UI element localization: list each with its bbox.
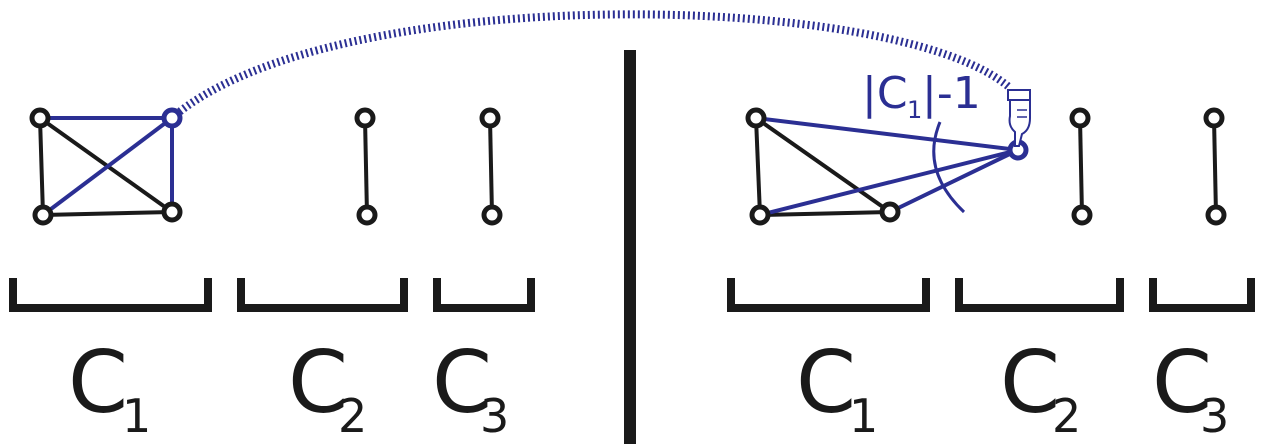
label-c3-sub: 3 — [480, 389, 509, 443]
label-c2: C — [1000, 333, 1060, 433]
vertex — [161, 201, 183, 223]
edge — [759, 210, 891, 217]
left-labels: C 1 C 2 C 3 — [68, 333, 509, 443]
vertex — [745, 107, 767, 129]
label-c1-sub: 1 — [122, 389, 151, 443]
hand-cuff — [1007, 89, 1031, 101]
bracket-c2 — [237, 278, 408, 312]
annotation-close: |-1 — [922, 68, 981, 119]
edge — [38, 117, 45, 216]
edge — [754, 117, 762, 216]
bracket-c1 — [9, 278, 212, 312]
label-c2-sub: 2 — [1052, 389, 1081, 443]
right-c3-graph — [1203, 107, 1227, 226]
vertex — [32, 204, 54, 226]
label-c3: C — [1152, 333, 1212, 433]
pointing-hand-icon — [1007, 89, 1031, 147]
label-c3: C — [432, 333, 492, 433]
edge — [42, 210, 173, 217]
label-c1-sub: 1 — [849, 389, 878, 443]
annotation-open: |C — [862, 68, 908, 119]
angle-arc — [932, 121, 966, 214]
bracket-c2 — [955, 278, 1124, 312]
edge — [363, 117, 369, 216]
vertex — [29, 107, 51, 129]
right-c2-graph — [1069, 107, 1093, 226]
left-c3-graph — [479, 107, 503, 226]
left-c2-graph — [354, 107, 378, 226]
right-brackets — [727, 278, 1255, 312]
annotation-sub: 1 — [907, 96, 922, 124]
move-arc — [169, 10, 1013, 122]
vertex — [1203, 107, 1225, 129]
right-annotation: |C 1 |-1 — [862, 68, 981, 124]
edge-blue — [41, 116, 174, 217]
bracket-c3 — [1149, 278, 1255, 312]
vertex-moved — [161, 107, 183, 129]
hand-palm — [1008, 99, 1031, 147]
edge-blue — [889, 148, 1019, 214]
right-labels: C 1 C 2 C 3 — [796, 333, 1229, 443]
vertex — [1205, 204, 1227, 226]
label-c2-sub: 2 — [338, 389, 367, 443]
vertex — [879, 201, 901, 223]
vertex — [1071, 204, 1093, 226]
vertex — [1069, 107, 1091, 129]
vertex — [354, 107, 376, 129]
edge — [1212, 117, 1218, 216]
vertex — [749, 204, 771, 226]
bracket-c1 — [727, 278, 930, 312]
left-c1-graph — [29, 107, 183, 226]
label-c2: C — [288, 333, 348, 433]
edge — [754, 116, 892, 214]
right-panel: |C 1 |-1 C 1 C 2 C 3 — [727, 68, 1255, 443]
vertex — [479, 107, 501, 129]
left-panel: C 1 C 2 C 3 — [9, 107, 535, 443]
label-c1: C — [796, 333, 856, 433]
right-c1-graph — [745, 107, 1029, 226]
edge — [488, 117, 494, 216]
label-c3-sub: 3 — [1200, 389, 1229, 443]
vertex — [356, 204, 378, 226]
edge-blue — [759, 148, 1019, 217]
edge — [38, 116, 174, 214]
edge-blue — [755, 116, 1019, 152]
left-brackets — [9, 278, 535, 312]
bracket-c3 — [433, 278, 535, 312]
vertex — [481, 204, 503, 226]
label-c1: C — [68, 333, 128, 433]
edge — [1078, 117, 1084, 216]
